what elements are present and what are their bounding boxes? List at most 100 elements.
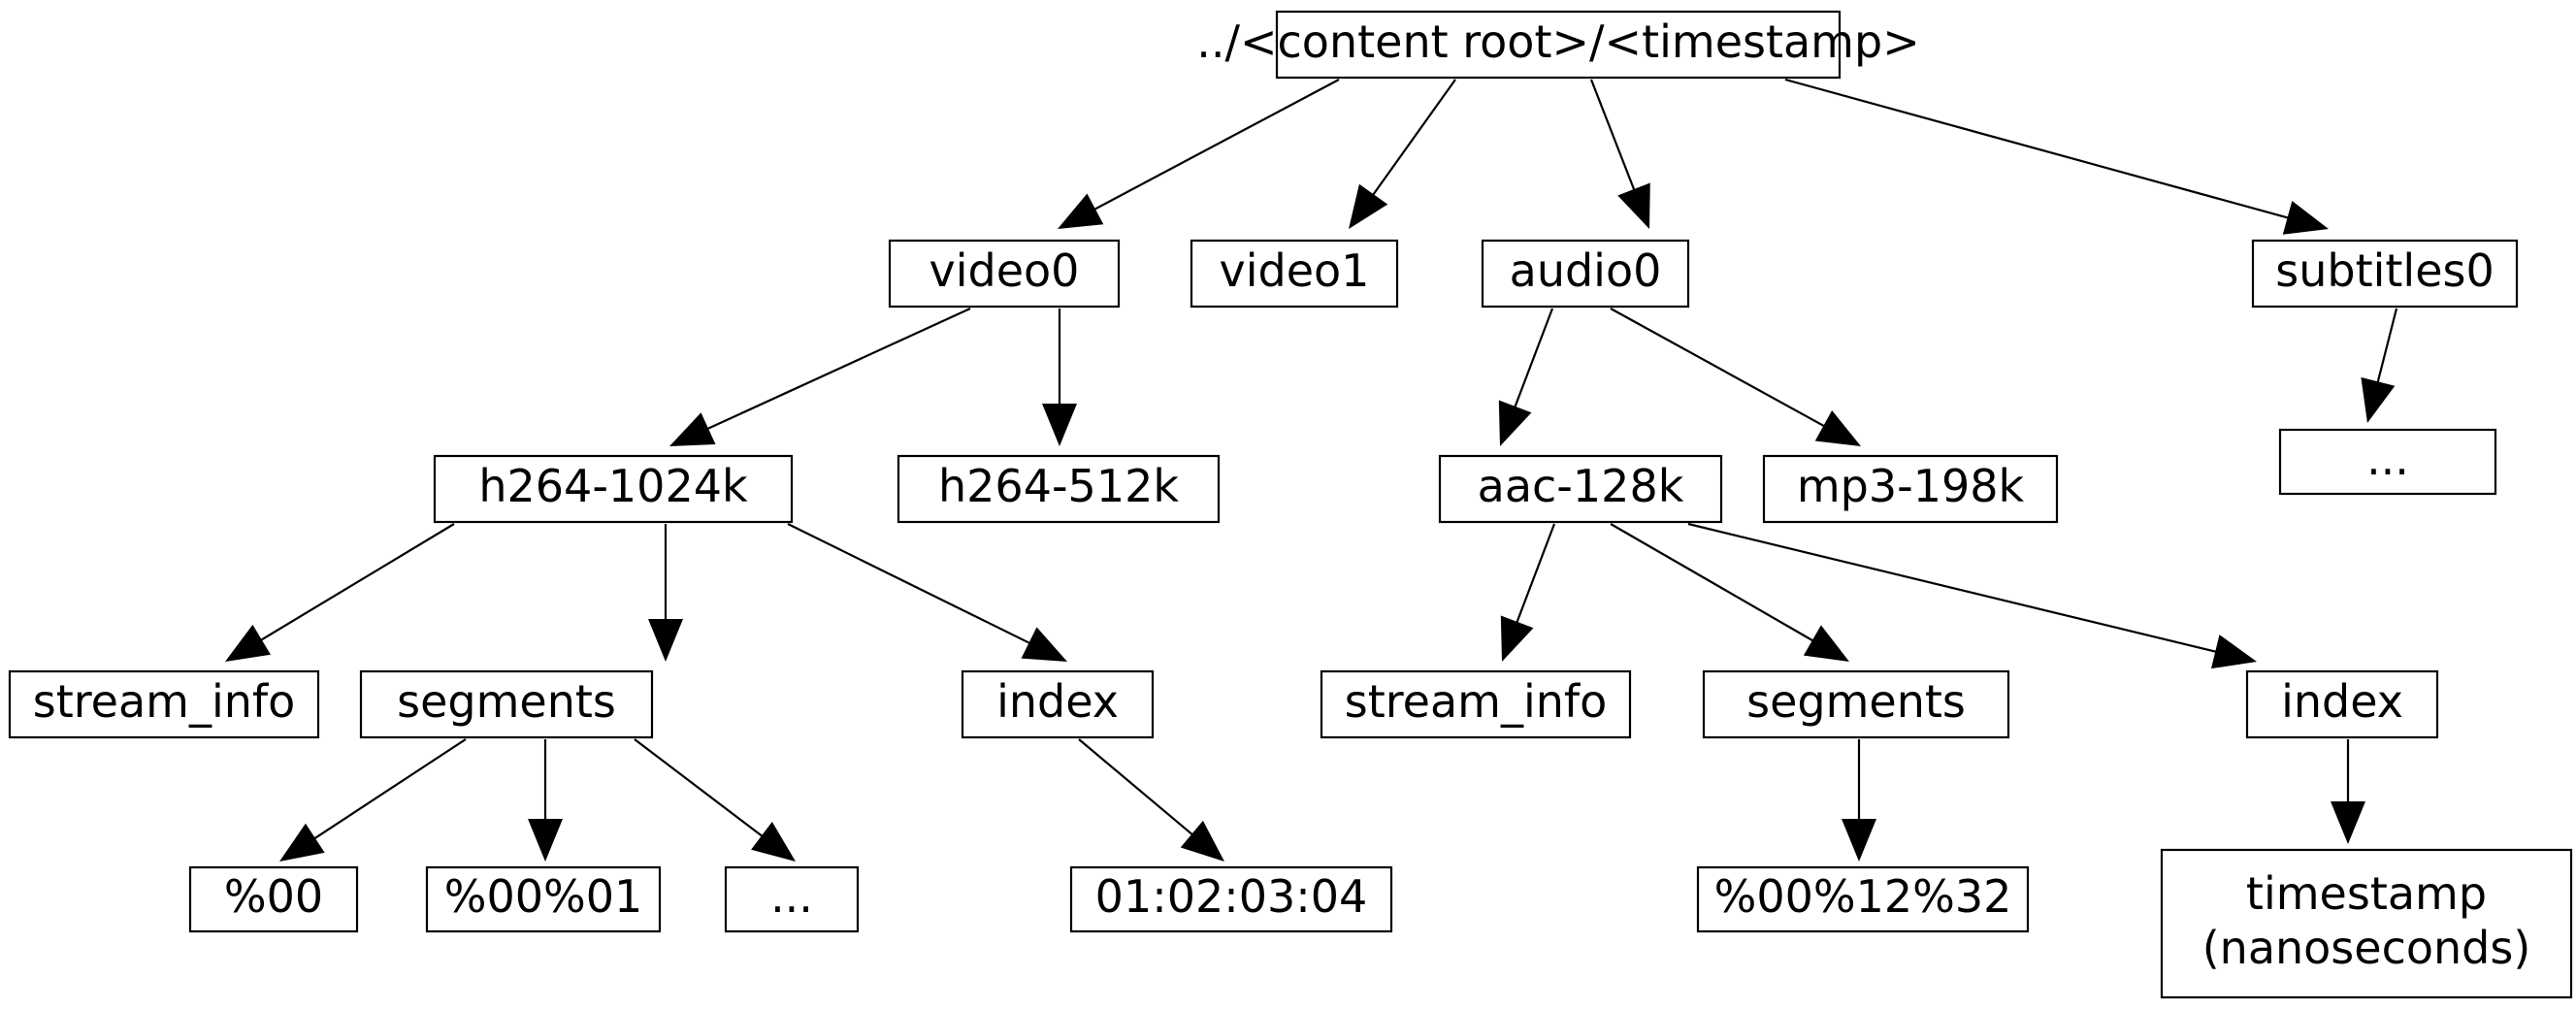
node-label: segments	[397, 675, 616, 728]
node-seg_ellipsis[interactable]: ...	[724, 865, 860, 933]
node-label: 01:02:03:04	[1095, 870, 1368, 923]
edge-line	[634, 738, 767, 840]
node-box	[2160, 848, 2573, 999]
node-box	[2245, 669, 2439, 739]
arrowhead-icon	[2210, 635, 2257, 669]
node-label: aac-128k	[1478, 460, 1684, 512]
node-aseg_001232[interactable]: %00%12%32	[1696, 865, 2030, 933]
node-label: index	[2281, 675, 2403, 728]
arrowhead-icon	[2331, 801, 2365, 844]
arrowhead-icon	[1814, 410, 1861, 446]
edge-aac_128k-to-a_stream_info	[1500, 523, 1556, 662]
node-label: stream_info	[33, 675, 295, 728]
edge-a_index-to-ts_ns	[2331, 739, 2365, 844]
node-idx_tc[interactable]: 01:02:03:04	[1069, 865, 1393, 933]
node-audio0[interactable]: audio0	[1481, 239, 1690, 309]
node-box	[2251, 239, 2519, 309]
node-label: ...	[2366, 433, 2409, 485]
node-box	[1069, 865, 1393, 933]
node-box	[897, 454, 1221, 524]
edge-line	[1078, 738, 1197, 839]
node-seg_0001[interactable]: %00%01	[425, 865, 662, 933]
edge-subtitles0-to-sub_ellipsis	[2361, 308, 2398, 423]
node-box	[188, 865, 359, 933]
edge-a_segments-to-aseg_001232	[1842, 739, 1876, 862]
arrowhead-icon	[751, 822, 796, 862]
node-box	[425, 865, 662, 933]
node-label: h264-1024k	[478, 460, 748, 512]
edge-v_index-to-idx_tc	[1078, 738, 1224, 862]
arrowhead-icon	[225, 624, 271, 662]
arrowhead-icon	[2361, 376, 2396, 423]
edge-video0-to-h264_512k	[1042, 309, 1077, 446]
node-h264_512k[interactable]: h264-512k	[897, 454, 1221, 524]
node-video1[interactable]: video1	[1190, 239, 1399, 309]
node-label: index	[996, 675, 1119, 728]
node-label: timestamp(nanoseconds)	[2202, 866, 2531, 973]
node-v_index[interactable]: index	[961, 669, 1155, 739]
node-subtitles0[interactable]: subtitles0	[2251, 239, 2519, 309]
node-h264_1024k[interactable]: h264-1024k	[433, 454, 794, 524]
arrowhead-icon	[1349, 183, 1388, 229]
node-box	[1696, 865, 2030, 933]
edge-line	[2375, 308, 2398, 388]
node-a_index[interactable]: index	[2245, 669, 2439, 739]
arrowhead-icon	[279, 823, 325, 862]
node-box	[1275, 10, 1842, 80]
node-label: ...	[770, 870, 813, 923]
edge-audio0-to-aac_128k	[1498, 308, 1554, 446]
edge-line	[1369, 79, 1456, 200]
arrowhead-icon	[1042, 404, 1077, 446]
arrowhead-icon	[1842, 819, 1876, 862]
edge-v_segments-to-seg_0001	[528, 739, 563, 862]
node-box	[1190, 239, 1399, 309]
arrowhead-icon	[1021, 627, 1067, 662]
edge-root-to-audio0	[1589, 79, 1650, 229]
node-box	[359, 669, 654, 739]
edge-h264_1024k-to-v_stream_info	[225, 523, 455, 662]
arrowhead-icon	[669, 412, 716, 446]
edge-v_segments-to-seg_ellipsis	[634, 738, 796, 862]
node-box	[888, 239, 1121, 309]
node-aac_128k[interactable]: aac-128k	[1438, 454, 1723, 524]
edge-line	[1610, 523, 1818, 644]
node-a_stream_info[interactable]: stream_info	[1320, 669, 1632, 739]
arrowhead-icon	[1498, 400, 1532, 446]
node-a_segments[interactable]: segments	[1702, 669, 2010, 739]
node-box	[1762, 454, 2059, 524]
node-box	[1438, 454, 1723, 524]
arrowhead-icon	[528, 819, 563, 862]
node-video0[interactable]: video0	[888, 239, 1121, 309]
edge-line	[310, 738, 467, 843]
edge-line	[1784, 78, 2294, 220]
node-label: ../<content root>/<timestamp>	[1196, 16, 1920, 68]
node-label: stream_info	[1345, 675, 1607, 728]
node-box	[1481, 239, 1690, 309]
edge-line	[255, 523, 455, 644]
arrowhead-icon	[1500, 615, 1534, 662]
node-v_stream_info[interactable]: stream_info	[8, 669, 320, 739]
node-v_segments[interactable]: segments	[359, 669, 654, 739]
node-box	[433, 454, 794, 524]
node-root[interactable]: ../<content root>/<timestamp>	[1196, 10, 1920, 80]
edges-layer	[225, 78, 2398, 862]
node-box	[1702, 669, 2010, 739]
edge-aac_128k-to-a_segments	[1610, 523, 1849, 662]
edge-aac_128k-to-a_index	[1687, 522, 2257, 669]
edge-line	[1090, 79, 1340, 213]
edge-audio0-to-mp3_198k	[1610, 308, 1861, 446]
node-ts_ns[interactable]: timestamp(nanoseconds)	[2160, 848, 2573, 999]
node-box	[961, 669, 1155, 739]
node-mp3_198k[interactable]: mp3-198k	[1762, 454, 2059, 524]
node-box	[8, 669, 320, 739]
node-seg_00[interactable]: %00	[188, 865, 359, 933]
edge-line	[1512, 308, 1554, 412]
node-label: segments	[1746, 675, 1966, 728]
edge-root-to-subtitles0	[1784, 78, 2329, 235]
edge-root-to-video1	[1349, 79, 1456, 229]
node-label: %00%01	[444, 870, 642, 923]
node-sub_ellipsis[interactable]: ...	[2278, 428, 2497, 496]
node-label: mp3-198k	[1797, 460, 2025, 512]
edge-h264_1024k-to-v_index	[787, 523, 1067, 662]
